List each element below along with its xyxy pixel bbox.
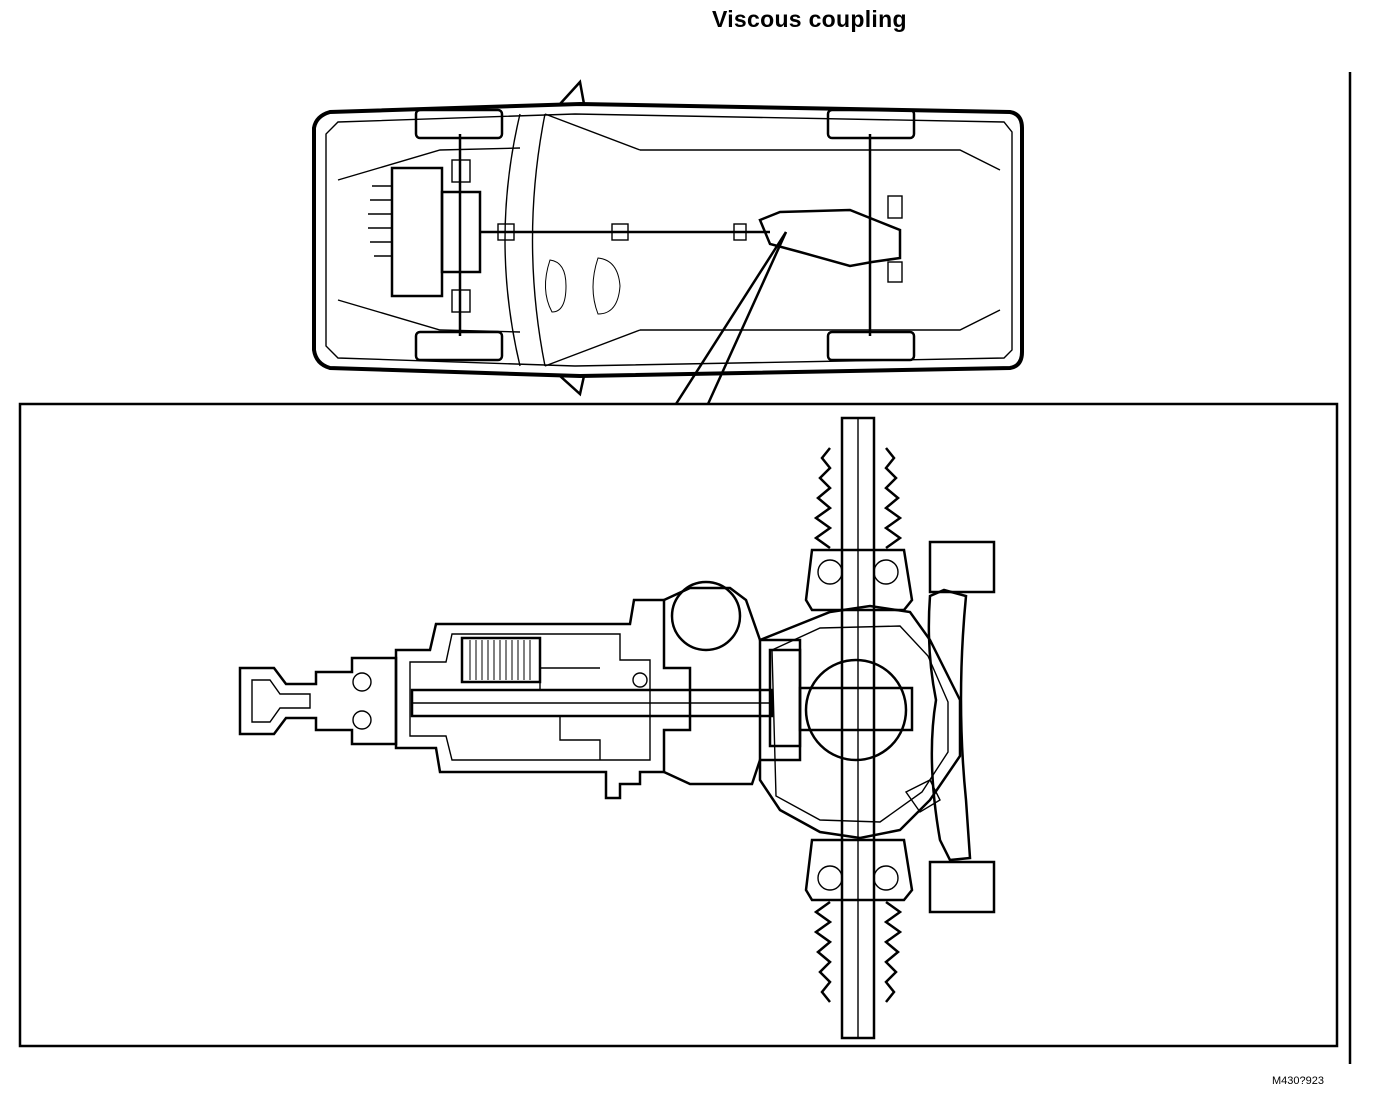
car-body-inner: [325, 113, 1013, 367]
flange-yoke: [238, 656, 398, 746]
rear-mount-bottom: [887, 261, 903, 283]
rear-left-wheel: [826, 108, 916, 140]
differential-gears: [804, 658, 908, 762]
pinion-housing: [663, 586, 802, 786]
housing-detail: [539, 667, 601, 760]
detail-frame: [18, 402, 1339, 1048]
figure-code: M430?923: [1272, 1075, 1324, 1087]
shaft-joint-2: [611, 223, 629, 241]
diagram-title: Viscous coupling: [712, 6, 907, 32]
flange-yoke-inner: [251, 679, 311, 723]
shaft-joint-1: [497, 223, 515, 241]
cv-ball-top-right: [873, 559, 899, 585]
housing-inner: [409, 633, 651, 761]
windshield-inner: [531, 113, 546, 367]
rear-differential: [758, 208, 902, 268]
viscous-plate-stack: [460, 636, 542, 684]
mirror-top: [559, 79, 586, 105]
a-pillar-top: [544, 113, 641, 151]
viscous-plates: [469, 640, 531, 680]
cv-joint-top: [804, 548, 914, 612]
mount-pad-bottom: [928, 860, 996, 914]
roof-line-top: [640, 149, 1001, 171]
callout-line-left: [674, 231, 788, 405]
engine-fins: [368, 185, 392, 257]
rear-right-wheel: [826, 330, 916, 362]
rear-bearing-ball: [632, 672, 648, 688]
differential-case-inner: [771, 625, 949, 823]
rear-mount-top: [887, 195, 903, 219]
mount-link: [904, 779, 941, 813]
cv-ball-bottom-left: [817, 865, 843, 891]
viscous-coupling-section: [238, 416, 996, 1040]
coupling-housing: [394, 598, 692, 800]
hood-line-top: [337, 147, 521, 181]
front-right-wheel: [414, 330, 504, 362]
mount-pad-top: [928, 540, 996, 594]
a-pillar-bottom: [544, 329, 641, 367]
car-body-outline: [312, 101, 1024, 379]
seat-2: [592, 257, 621, 315]
engine-block: [390, 166, 444, 298]
front-axle-joint-bottom: [451, 289, 471, 313]
cv-ball-bottom-right: [873, 865, 899, 891]
seat-1: [545, 259, 567, 313]
car-top-view: [312, 79, 1024, 405]
hood-line-bottom: [337, 299, 521, 333]
pinion-bearing-cover: [670, 580, 742, 652]
cv-joint-bottom: [804, 838, 914, 902]
front-bearing-ball-top: [352, 672, 372, 692]
shaft-joint-3: [733, 223, 747, 241]
cv-boot-bottom: [813, 900, 903, 1003]
mirror-bottom: [559, 375, 586, 397]
roof-line-bottom: [640, 309, 1001, 331]
front-axle-joint-top: [451, 159, 471, 183]
cv-boot-top: [813, 447, 903, 550]
rear-mount-arm: [927, 588, 972, 862]
front-left-wheel: [414, 108, 504, 140]
cv-ball-top-left: [817, 559, 843, 585]
front-bearing-ball-bottom: [352, 710, 372, 730]
pinion-shaft-block: [798, 686, 914, 732]
callout-line-right: [706, 231, 788, 405]
